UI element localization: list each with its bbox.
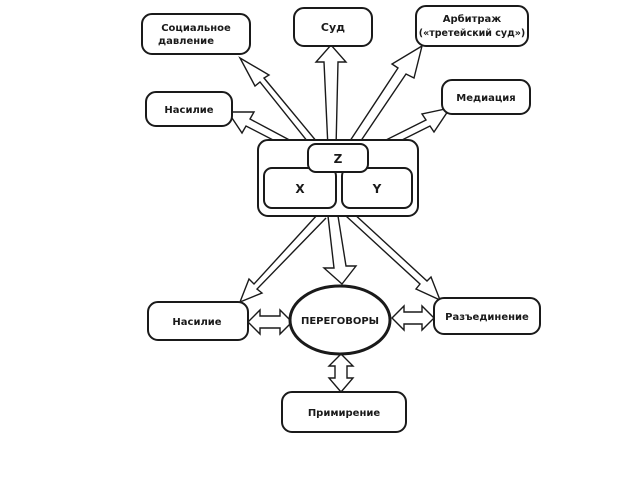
party-x-box bbox=[263, 167, 337, 209]
violence-bottom-label: Насилие bbox=[172, 317, 221, 328]
parties-group: Z X Y bbox=[257, 139, 419, 217]
node-violence-bottom: Насилие bbox=[147, 301, 249, 341]
arrow-to-social-pressure bbox=[238, 56, 323, 153]
separation-label: Разъединение bbox=[445, 312, 529, 323]
party-y-label: Y bbox=[372, 182, 382, 196]
court-label: Суд bbox=[321, 21, 345, 34]
party-z-box bbox=[307, 143, 369, 173]
party-x-label: X bbox=[295, 182, 305, 196]
party-y-box bbox=[341, 167, 413, 209]
double-arrow-negotiations-reconciliation bbox=[327, 353, 355, 394]
arrow-to-negotiations bbox=[322, 215, 358, 286]
node-social-pressure: Социальное давление bbox=[141, 13, 251, 55]
node-reconciliation: Примирение bbox=[281, 391, 407, 433]
node-mediation: Медиация bbox=[441, 79, 531, 115]
node-court: Суд bbox=[293, 7, 373, 47]
node-negotiations: ПЕРЕГОВОРЫ bbox=[288, 284, 392, 356]
mediation-label: Медиация bbox=[456, 93, 515, 104]
social-pressure-line1: Социальное bbox=[161, 23, 231, 34]
negotiations-label: ПЕРЕГОВОРЫ bbox=[301, 316, 379, 327]
double-arrow-negotiations-separation bbox=[391, 304, 435, 332]
double-arrow-violence-negotiations bbox=[247, 308, 293, 336]
arbitration-line2: («третейский суд») bbox=[419, 28, 526, 39]
node-separation: Разъединение bbox=[433, 297, 541, 335]
social-pressure-line2: давление bbox=[158, 36, 214, 47]
violence-top-label: Насилие bbox=[164, 105, 213, 116]
arbitration-line1: Арбитраж bbox=[443, 13, 502, 25]
arrow-to-court bbox=[314, 43, 348, 149]
reconciliation-label: Примирение bbox=[308, 408, 381, 419]
node-arbitration: Арбитраж («третейский суд») bbox=[415, 5, 529, 47]
arrow-to-violence-bottom bbox=[238, 213, 327, 304]
party-z-label: Z bbox=[334, 152, 343, 166]
node-violence-top: Насилие bbox=[145, 91, 233, 127]
arrow-to-arbitration bbox=[343, 44, 424, 155]
arrow-to-separation bbox=[345, 211, 442, 302]
